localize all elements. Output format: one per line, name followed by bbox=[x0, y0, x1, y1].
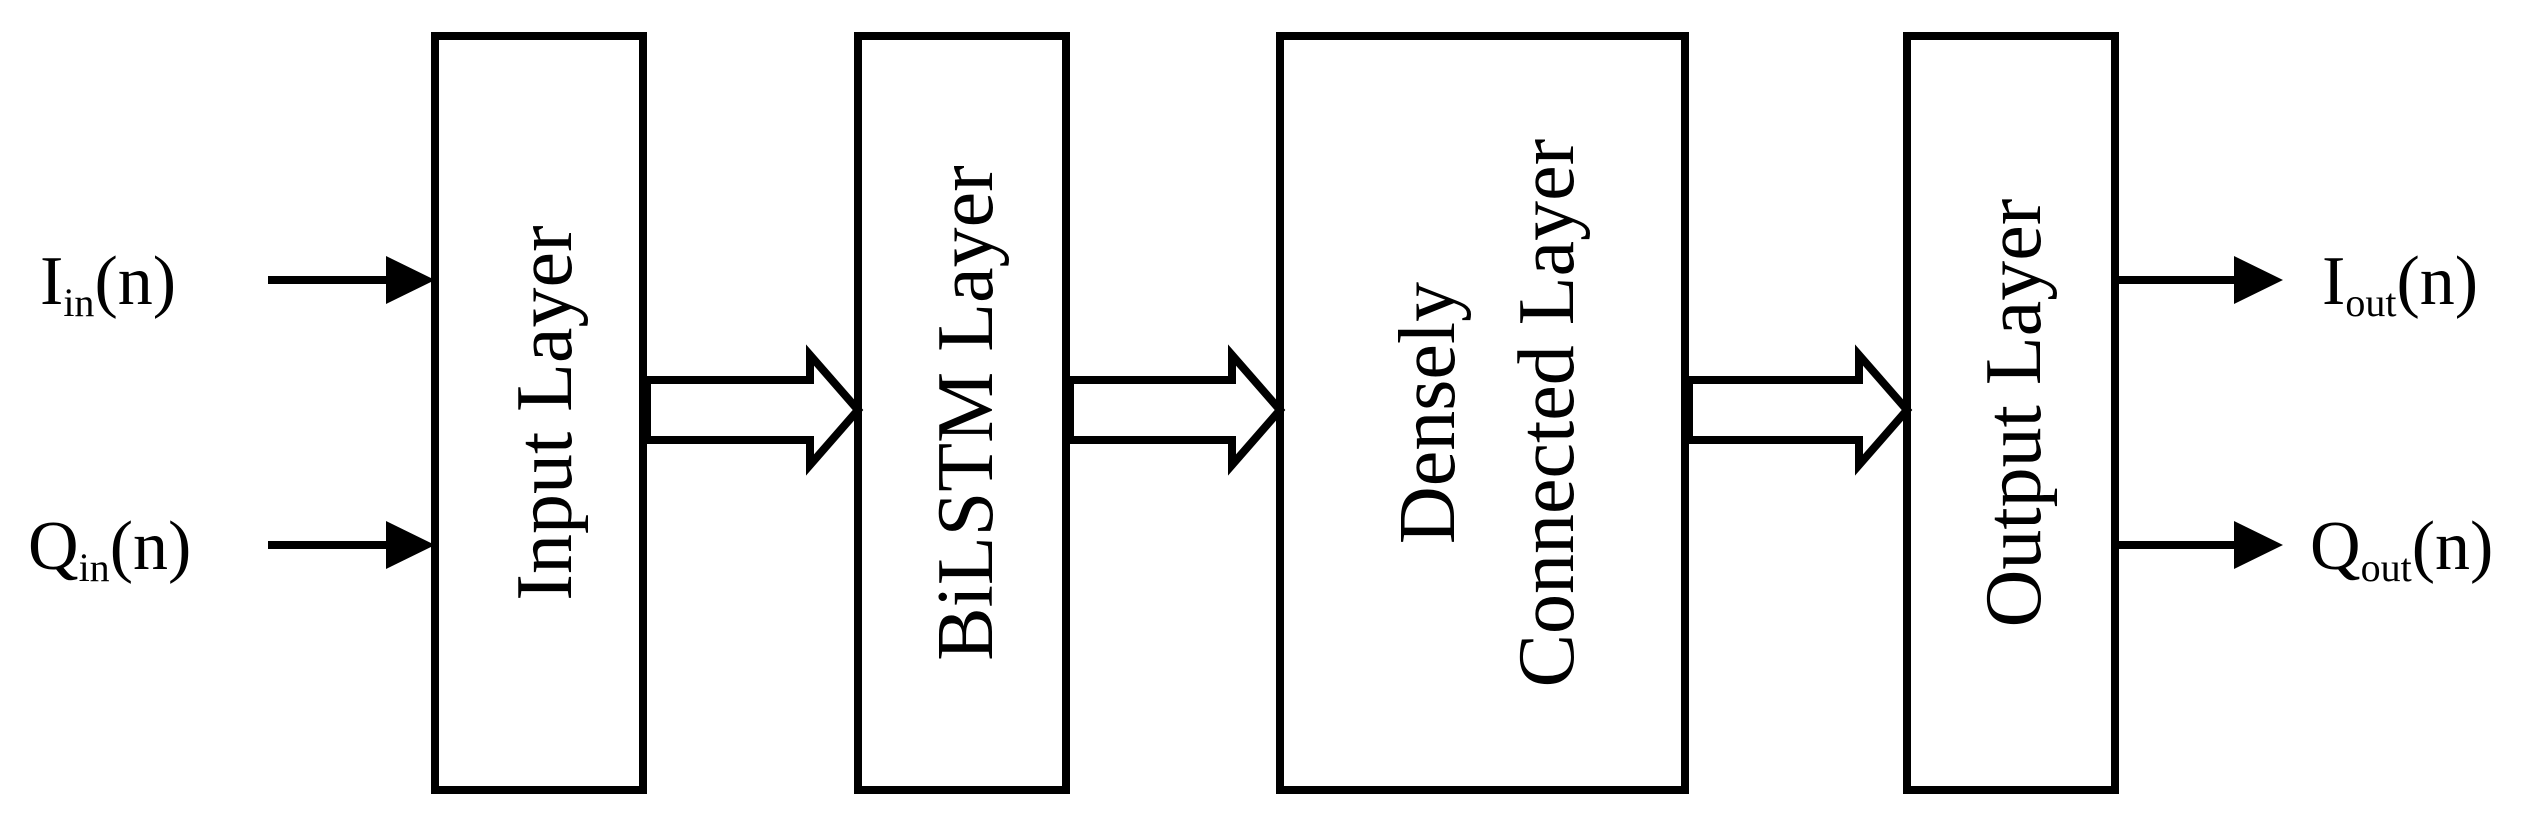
bilstm-layer-label: BiLSTM Layer bbox=[922, 165, 1010, 660]
output-layer-label: Output Layer bbox=[1970, 199, 2058, 628]
input-arrow-q-head bbox=[386, 521, 435, 569]
block-arrow-bilstm-to-dense bbox=[1066, 344, 1286, 476]
output-label-i: Iout(n) bbox=[2322, 243, 2478, 325]
densely-connected-layer-label-line1: Densely bbox=[1384, 282, 1472, 544]
block-arrow-input-to-bilstm bbox=[643, 344, 864, 476]
input-label-i: Iin(n) bbox=[40, 243, 176, 325]
output-label-q: Qout(n) bbox=[2310, 508, 2493, 590]
densely-connected-layer-label-line2: Connected Layer bbox=[1503, 139, 1591, 688]
output-arrow-q-head bbox=[2234, 521, 2283, 569]
input-layer-label: Input Layer bbox=[501, 225, 589, 600]
block-arrow-dense-to-output bbox=[1685, 344, 1913, 476]
output-arrow-i-head bbox=[2234, 256, 2283, 304]
input-arrow-i-head bbox=[386, 256, 435, 304]
densely-connected-layer-block bbox=[1276, 32, 1689, 794]
input-label-q: Qin(n) bbox=[28, 508, 191, 590]
